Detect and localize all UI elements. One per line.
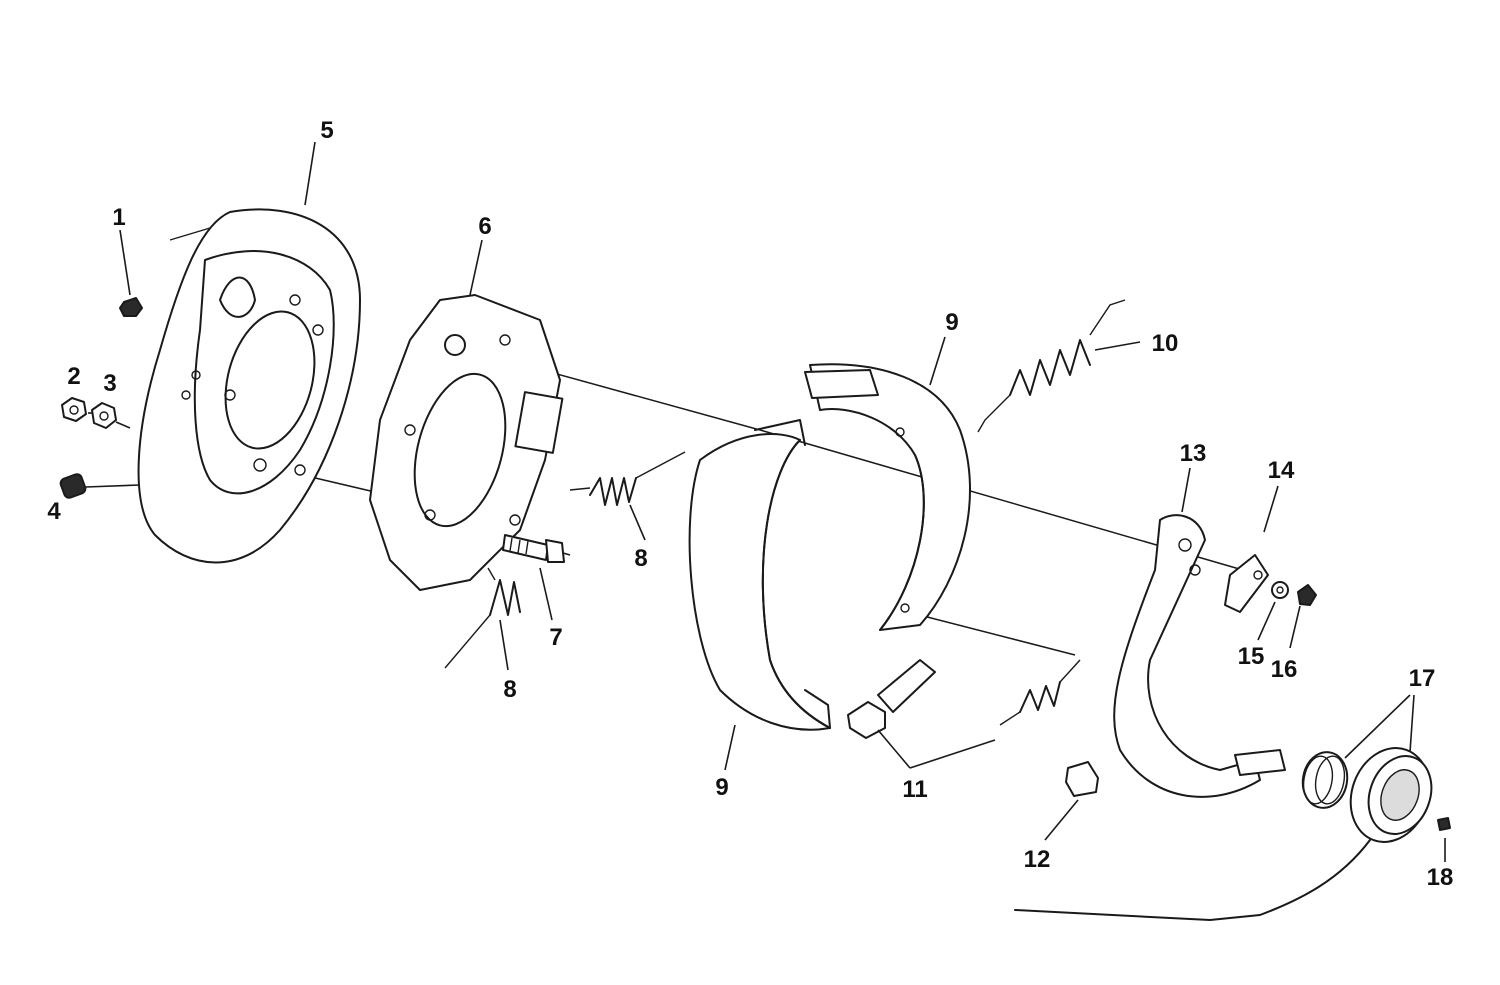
clip-part-12 [1065, 761, 1099, 797]
nut-part-2 [61, 397, 87, 422]
spring-part-11 [999, 659, 1081, 726]
leader-lines [85, 141, 1446, 862]
mounting-plate [369, 294, 564, 591]
nut-part-1 [119, 297, 143, 317]
washer-part-15 [1271, 581, 1289, 599]
callout-8-upper: 8 [634, 545, 647, 572]
callout-11: 11 [902, 776, 927, 803]
spring-part-10 [977, 299, 1126, 433]
callout-10: 10 [1152, 330, 1179, 357]
spring-part-8-lower [444, 567, 521, 669]
bracket-part-14 [1224, 554, 1269, 613]
bolt-part-7 [502, 534, 565, 563]
washer-part-3 [91, 402, 117, 429]
screw-part-18 [1437, 817, 1451, 831]
magnet-part-17 [1014, 747, 1433, 921]
lever-arm-part-13 [1113, 514, 1286, 798]
callout-14: 14 [1268, 457, 1295, 484]
callout-9-lower: 9 [715, 774, 728, 801]
callout-6: 6 [478, 213, 491, 240]
callout-1: 1 [112, 204, 125, 231]
callout-13: 13 [1180, 440, 1207, 467]
callout-18: 18 [1427, 864, 1454, 891]
callout-2: 2 [67, 363, 80, 390]
callout-15: 15 [1238, 643, 1265, 670]
brake-shoe-rear [804, 363, 971, 631]
spring-part-8-upper [569, 451, 686, 506]
adjuster-part-11 [847, 659, 936, 739]
callout-12: 12 [1024, 846, 1051, 873]
brake-shoe-front [688, 419, 831, 731]
callout-16: 16 [1271, 656, 1298, 683]
magnet-spring-part-17 [1301, 751, 1349, 809]
callout-17: 17 [1409, 665, 1436, 692]
nut-part-16 [1297, 584, 1317, 606]
callout-3: 3 [103, 370, 116, 397]
plug-part-4 [59, 473, 87, 499]
callout-9-upper: 9 [945, 309, 958, 336]
callout-7: 7 [549, 624, 562, 651]
callout-labels: 1 2 3 4 5 6 7 8 8 9 9 10 11 12 13 14 15 … [47, 117, 1453, 891]
callout-5: 5 [320, 117, 333, 144]
callout-4: 4 [47, 498, 61, 525]
backing-plate [137, 208, 361, 564]
callout-8-lower: 8 [503, 676, 516, 703]
